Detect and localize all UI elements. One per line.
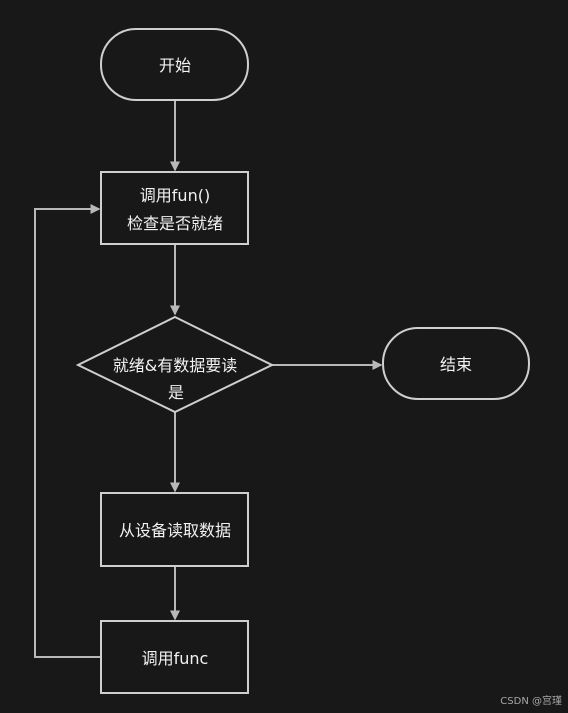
call-fun-label-line2: 检查是否就绪: [127, 214, 223, 233]
end-label: 结束: [440, 355, 472, 374]
call-fun-label-line1: 调用fun(): [140, 186, 210, 205]
end-terminal: [382, 327, 530, 400]
read-data-label: 从设备读取数据: [119, 521, 231, 540]
decision-diamond: [75, 315, 275, 414]
call-func-process: [100, 620, 249, 694]
call-func-label: 调用func: [142, 649, 209, 668]
start-label: 开始: [159, 56, 191, 75]
watermark: CSDN @宫瑾: [500, 694, 562, 707]
edge-loop-back: [34, 204, 101, 658]
decision-label-line2: 是: [168, 383, 184, 402]
decision-label-line1: 就绪&有数据要读: [113, 356, 237, 375]
read-data-process: [100, 492, 249, 567]
start-terminal: [100, 28, 249, 101]
call-fun-process: [100, 171, 249, 245]
